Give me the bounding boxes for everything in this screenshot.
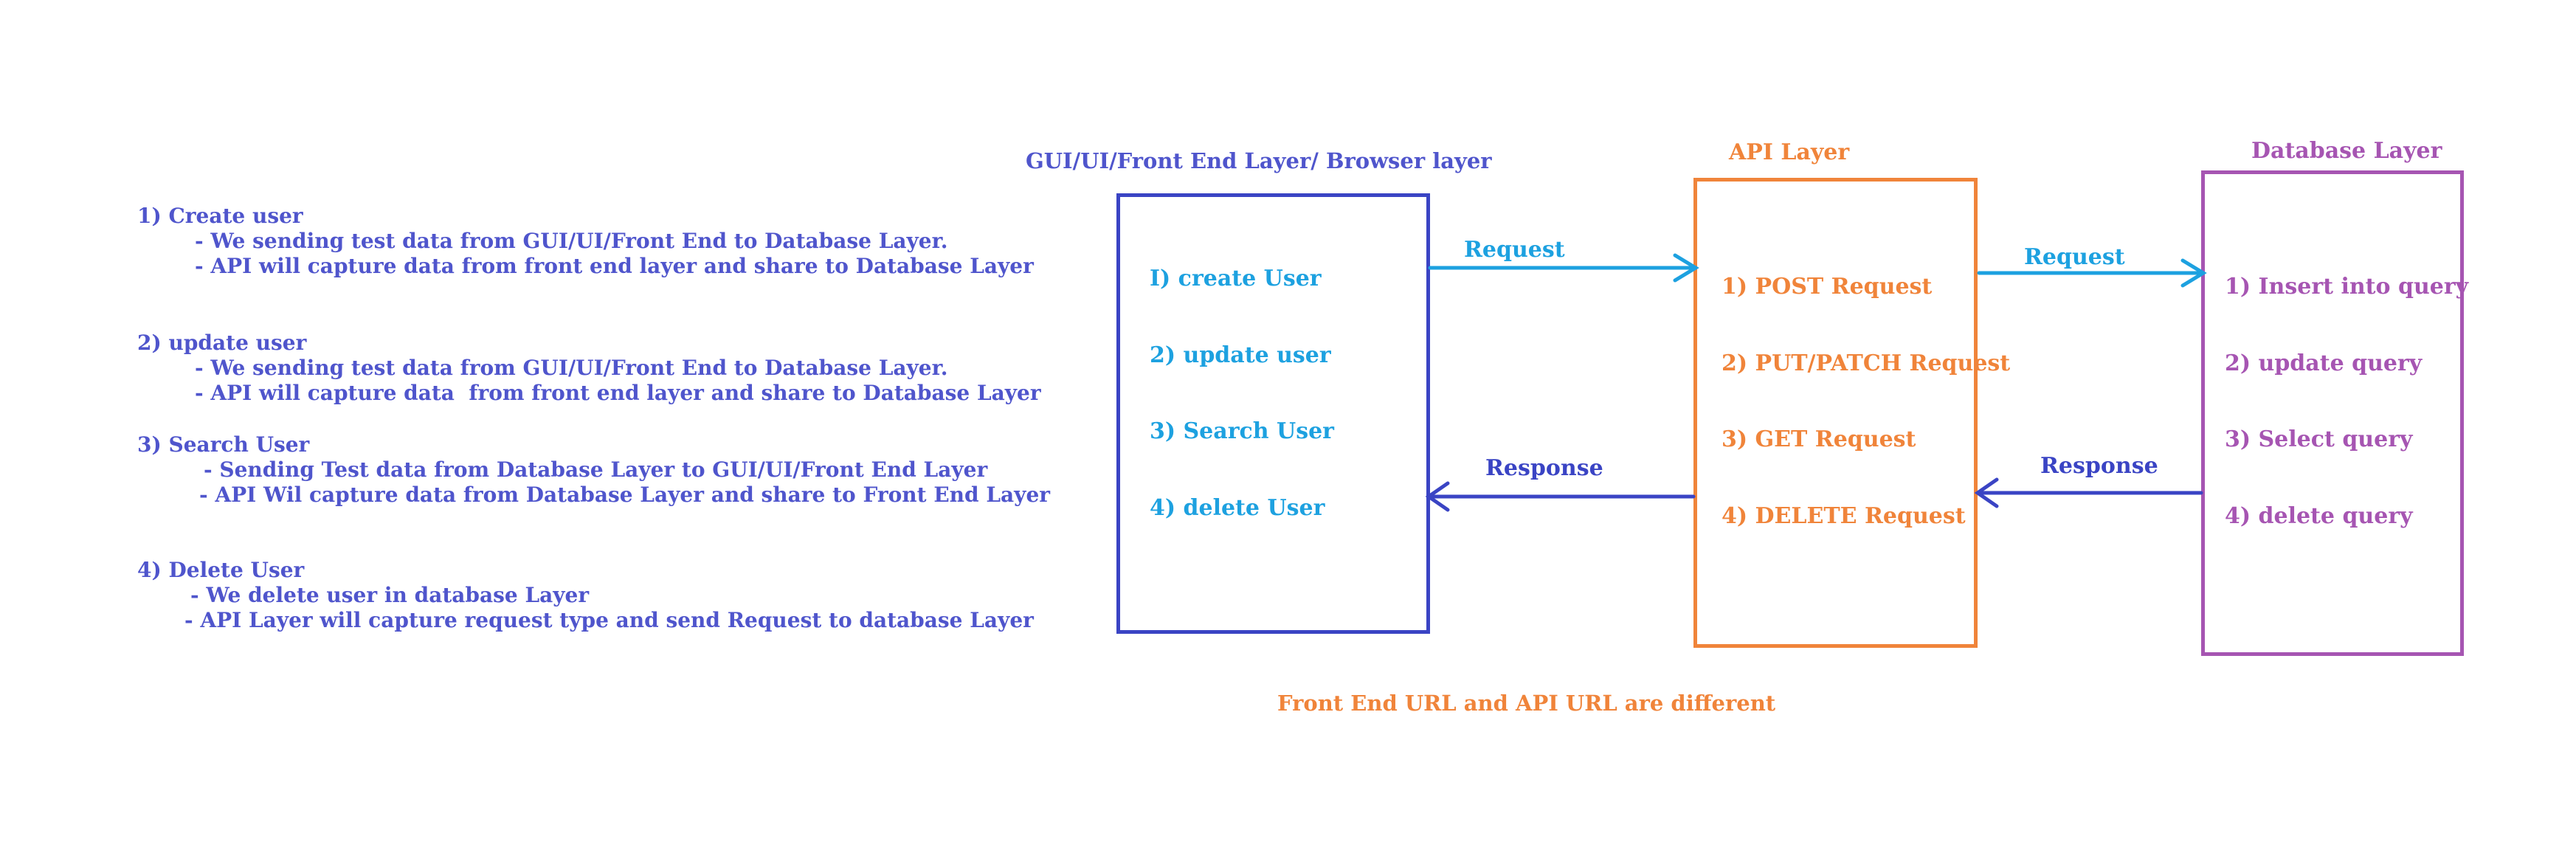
note-delete-title: 4) Delete User (137, 558, 305, 582)
database-item-delete: 4) delete query (2225, 503, 2413, 529)
frontend-item-search: 3) Search User (1150, 418, 1334, 444)
response-label-left: Response (1485, 455, 1603, 481)
note-update-line1: - We sending test data from GUI/UI/Front… (195, 356, 948, 380)
api-layer-title: API Layer (1729, 139, 1850, 165)
api-item-post: 1) POST Request (1722, 274, 1933, 300)
note-update-title: 2) update user (137, 331, 307, 355)
request-arrow-frontend-to-api (1428, 253, 1699, 283)
database-layer-title: Database Layer (2251, 138, 2442, 164)
note-create-title: 1) Create user (137, 204, 303, 228)
url-difference-note: Front End URL and API URL are different (1277, 691, 1776, 716)
response-arrow-database-to-api (1974, 477, 2203, 508)
frontend-layer-box: I) create User 2) update user 3) Search … (1116, 193, 1430, 634)
frontend-item-delete: 4) delete User (1150, 495, 1325, 521)
response-arrow-api-to-frontend (1425, 481, 1696, 512)
api-item-delete: 4) DELETE Request (1722, 503, 1966, 529)
response-label-right: Response (2040, 453, 2158, 479)
database-item-select: 3) Select query (2225, 426, 2413, 452)
api-item-put-patch: 2) PUT/PATCH Request (1722, 350, 2011, 376)
database-item-update: 2) update query (2225, 350, 2423, 376)
note-delete-line2: - API Layer will capture request type an… (184, 608, 1034, 632)
request-label-right: Request (2024, 244, 2125, 270)
note-update-line2: - API will capture data from front end l… (195, 381, 1041, 405)
api-layer-box: 1) POST Request 2) PUT/PATCH Request 3) … (1693, 178, 2010, 648)
note-search-line2: - API Wil capture data from Database Lay… (199, 483, 1051, 507)
note-create-line1: - We sending test data from GUI/UI/Front… (195, 229, 948, 253)
database-layer-box: 1) Insert into query 2) update query 3) … (2201, 170, 2468, 656)
database-item-insert: 1) Insert into query (2225, 274, 2469, 300)
frontend-layer-title: GUI/UI/Front End Layer/ Browser layer (1026, 148, 1492, 173)
frontend-item-create: I) create User (1150, 266, 1322, 291)
note-create-line2: - API will capture data from front end l… (195, 254, 1034, 278)
note-delete-line1: - We delete user in database Layer (190, 583, 590, 607)
frontend-item-update: 2) update user (1150, 342, 1331, 368)
api-item-get: 3) GET Request (1722, 426, 1916, 452)
note-search-line1: - Sending Test data from Database Layer … (204, 457, 988, 482)
note-search-title: 3) Search User (137, 432, 310, 457)
request-arrow-api-to-database (1977, 258, 2207, 288)
request-label-left: Request (1464, 237, 1565, 263)
